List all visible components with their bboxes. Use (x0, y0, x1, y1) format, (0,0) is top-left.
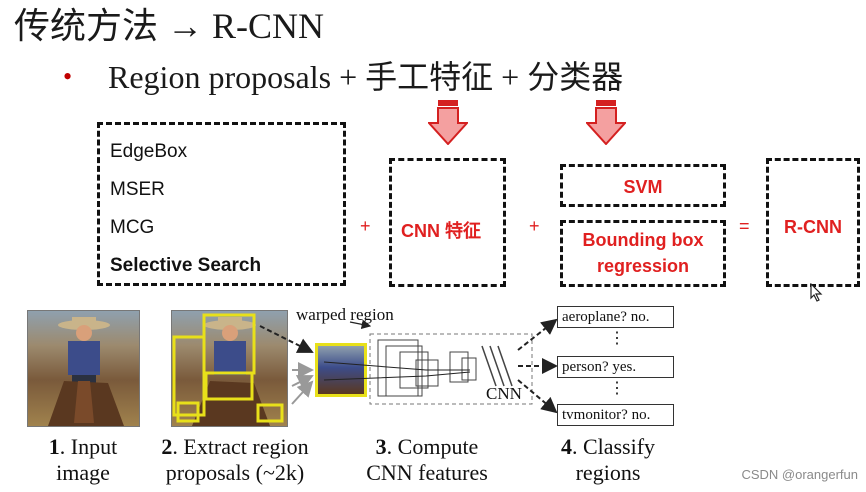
step-1-line2: image (56, 460, 110, 485)
method-edgebox: EdgeBox (110, 141, 188, 162)
step-2-caption: 2. Extract region proposals (~2k) (146, 434, 324, 486)
ellipsis-dots: ⋮ (609, 380, 625, 397)
bbox-regression-line1: Bounding box (582, 230, 704, 250)
step-2-line1: . Extract region (172, 434, 309, 459)
plus-operator-2: + (529, 216, 540, 236)
step-1-line1: . Input (59, 434, 118, 459)
class-result-aeroplane: aeroplane? no. (557, 306, 674, 328)
step-4-line2: regions (575, 460, 641, 485)
rcnn-label: R-CNN (784, 217, 842, 237)
step-1-number: 1 (48, 434, 60, 459)
proposal-boxes-illustration (172, 313, 284, 426)
step-4-line1: . Classify (571, 434, 656, 459)
ellipsis-dots: ⋮ (609, 330, 625, 347)
down-arrow-icon (586, 100, 626, 145)
bbox-regression-line2: regression (596, 256, 690, 276)
step-3-line1: . Compute (386, 434, 479, 459)
method-selective-search: Selective Search (110, 255, 262, 276)
step-1-caption: 1. Input image (38, 434, 128, 486)
warped-region-label: warped region (296, 305, 394, 324)
svm-label: SVM (623, 177, 663, 197)
mouse-cursor-icon (810, 283, 823, 302)
pipeline-diagram (259, 318, 558, 414)
svm-box: SVM (560, 164, 726, 207)
step-4-number: 4 (560, 434, 572, 459)
cnn-sketch-label: CNN (486, 384, 522, 403)
plus-operator-1: + (360, 216, 371, 236)
equals-operator: = (739, 216, 750, 236)
csdn-watermark: CSDN @orangerfun (741, 467, 858, 482)
rider-illustration (48, 317, 124, 426)
method-mcg: MCG (110, 217, 155, 238)
bullet-text: Region proposals + 手工特征 + 分类器 (108, 59, 624, 95)
proposal-methods-box: EdgeBox MSER MCG Selective Search (97, 122, 346, 286)
step-4-caption: 4. Classify regions (546, 434, 670, 486)
cnn-feature-label: CNN 特征 (401, 221, 481, 241)
step-3-caption: 3. Compute CNN features (352, 434, 502, 486)
step-3-number: 3 (375, 434, 387, 459)
class-result-tvmonitor: tvmonitor? no. (557, 404, 674, 426)
cnn-feature-box: CNN 特征 (389, 158, 506, 287)
bullet-dot: • (63, 62, 73, 91)
rcnn-result-box: R-CNN (766, 158, 860, 287)
input-image-photo (27, 310, 140, 427)
step-3-line2: CNN features (366, 460, 488, 485)
class-result-person: person? yes. (557, 356, 674, 378)
bbox-regression-box: Bounding box regression (560, 220, 726, 287)
step-2-line2: proposals (~2k) (165, 460, 305, 485)
method-mser: MSER (110, 179, 165, 200)
down-arrow-icon (428, 100, 468, 145)
warped-region-photo (315, 343, 367, 397)
slide-title: 传统方法 → R-CNN (14, 6, 325, 46)
step-2-number: 2 (161, 434, 173, 459)
